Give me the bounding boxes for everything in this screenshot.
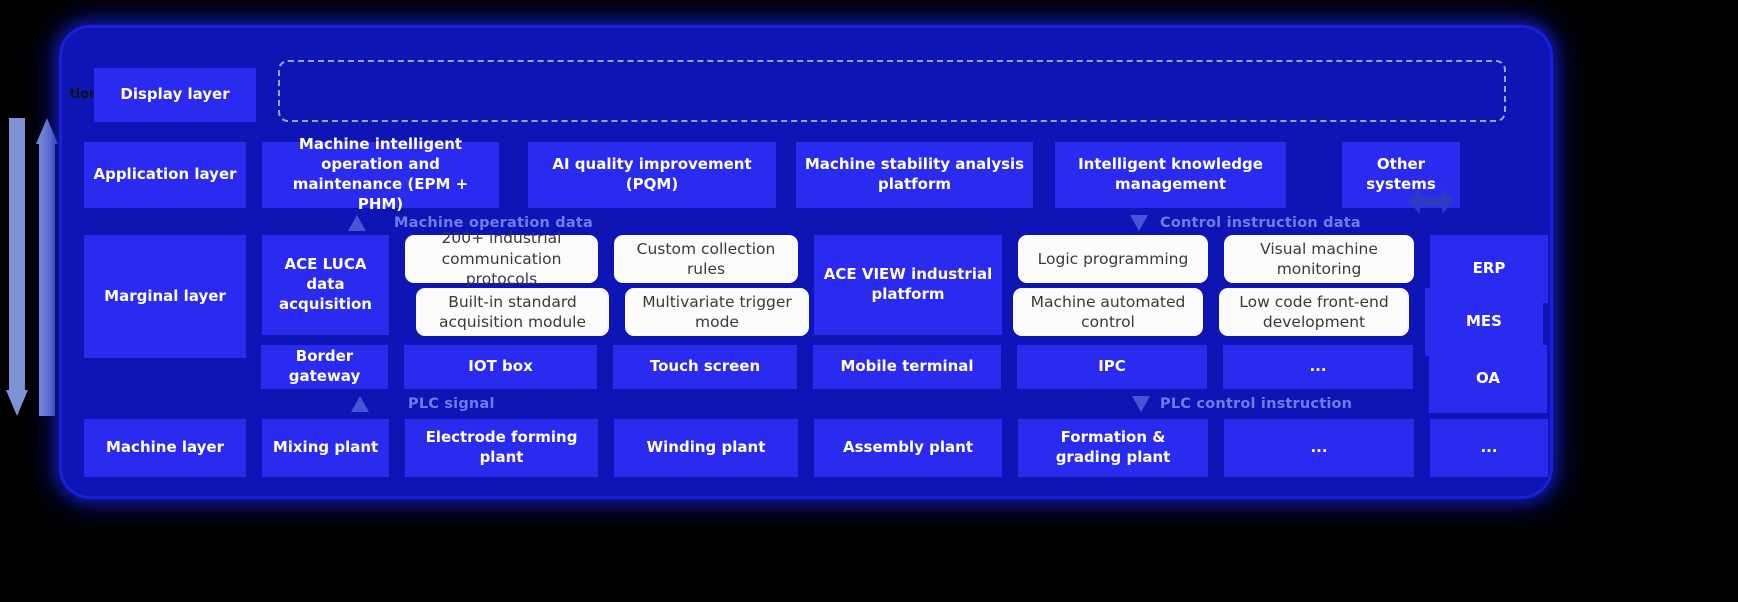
downward-flow-arrow (6, 118, 28, 416)
layer-label-application[interactable]: Application layer (84, 142, 246, 208)
spacer (388, 345, 404, 389)
spacer (797, 345, 813, 389)
upward-flow-arrow (36, 118, 58, 416)
application-layer-row: Application layer Machine intelligent op… (56, 135, 1556, 213)
spacer (798, 419, 814, 477)
arrow-tip-left (1408, 188, 1420, 214)
enterprise-system-mes[interactable]: MES (1425, 288, 1543, 356)
spacer (1203, 288, 1219, 336)
machine-right-more[interactable]: ... (1430, 419, 1548, 477)
machine-electrode-forming-plant[interactable]: Electrode forming plant (405, 419, 598, 477)
app-item-epm-phm[interactable]: Machine intelligent operation and mainte… (262, 135, 499, 213)
spacer (1207, 345, 1223, 389)
spacer (1286, 142, 1342, 208)
spacer (1002, 235, 1018, 283)
ctrl-item-low-code[interactable]: Low code front-end development (1219, 288, 1409, 336)
architecture-diagram: tion Display layer Application layer Mac… (56, 22, 1556, 502)
spacer (56, 235, 84, 283)
bidirectional-arrow-icon (1408, 188, 1454, 214)
enterprise-system-oa[interactable]: OA (1429, 345, 1547, 413)
spacer (597, 345, 613, 389)
arrow-head-up (36, 118, 58, 144)
app-item-pqm[interactable]: AI quality improvement (PQM) (528, 142, 776, 208)
spacer (1414, 235, 1430, 283)
spacer (246, 142, 262, 208)
device-touch-screen[interactable]: Touch screen (613, 345, 797, 389)
spacer (389, 419, 405, 477)
spacer (1414, 419, 1430, 477)
flow-arrow-group (6, 118, 62, 418)
device-row: Border gateway IOT box Touch screen Mobi… (56, 345, 1556, 413)
lower-flow-band: PLC signal PLC control instruction (56, 393, 1556, 415)
spacer (1409, 288, 1425, 336)
machine-formation-grading-plant[interactable]: Formation & grading plant (1018, 419, 1208, 477)
ctrl-item-logic-programming[interactable]: Logic programming (1018, 235, 1208, 283)
flow-arrow-up-left-icon (348, 215, 366, 231)
marginal-layer-row-top: Marginal layer ACE LUCA data acquisition… (56, 229, 1556, 358)
flow-label-plc-control-instruction: PLC control instruction (1160, 396, 1353, 412)
spacer (1413, 345, 1429, 389)
app-item-other-systems[interactable]: Other systems (1342, 142, 1460, 208)
spacer (1208, 419, 1224, 477)
acq-item-protocols[interactable]: 200+ industrial communication protocols (405, 229, 598, 288)
spacer (56, 419, 84, 477)
spacer (499, 142, 528, 208)
device-more[interactable]: ... (1223, 345, 1413, 389)
flow-arrow-down-plc-icon (1132, 396, 1150, 412)
app-item-stability[interactable]: Machine stability analysis platform (796, 142, 1033, 208)
display-row-partial-label: tion (69, 87, 99, 103)
spacer (56, 142, 84, 208)
spacer (598, 419, 614, 477)
spacer (1002, 419, 1018, 477)
display-layer-dashed-boundary (278, 60, 1506, 122)
spacer (246, 419, 262, 477)
spacer (809, 288, 1013, 336)
machine-more[interactable]: ... (1224, 419, 1414, 477)
marginal-layer-row-bottom: Built-in standard acquisition module Mul… (56, 288, 1556, 356)
spacer (246, 235, 262, 283)
layer-label-display[interactable]: Display layer (94, 68, 256, 122)
machine-mixing-plant[interactable]: Mixing plant (262, 419, 389, 477)
arrow-shaft (39, 144, 55, 416)
device-border-gateway[interactable]: Border gateway (261, 345, 388, 389)
arrow-bar (1418, 197, 1444, 206)
machine-assembly-plant[interactable]: Assembly plant (814, 419, 1002, 477)
spacer (56, 288, 416, 336)
platform-ace-luca[interactable]: ACE LUCA data acquisition (262, 235, 389, 335)
spacer (56, 345, 261, 389)
acq-item-multivariate-trigger[interactable]: Multivariate trigger mode (625, 288, 809, 336)
device-mobile-terminal[interactable]: Mobile terminal (813, 345, 1001, 389)
flow-label-control-instruction-data: Control instruction data (1160, 215, 1361, 231)
flow-arrow-down-right-icon (1130, 215, 1148, 231)
spacer (798, 235, 814, 283)
device-ipc[interactable]: IPC (1017, 345, 1207, 389)
machine-winding-plant[interactable]: Winding plant (614, 419, 798, 477)
ctrl-item-visual-monitoring[interactable]: Visual machine monitoring (1224, 235, 1414, 283)
device-iot-box[interactable]: IOT box (404, 345, 597, 389)
platform-ace-view[interactable]: ACE VIEW industrial platform (814, 235, 1002, 335)
app-item-knowledge[interactable]: Intelligent knowledge management (1055, 142, 1286, 208)
arrow-head-down (6, 390, 28, 416)
flow-label-machine-operation-data: Machine operation data (394, 215, 593, 231)
acq-item-custom-rules[interactable]: Custom collection rules (614, 235, 798, 283)
upper-flow-band: Machine operation data Control instructi… (56, 212, 1556, 234)
spacer (389, 235, 405, 283)
spacer (1033, 142, 1055, 208)
spacer (1001, 345, 1017, 389)
spacer (609, 288, 625, 336)
layer-label-marginal[interactable]: Marginal layer (84, 235, 246, 358)
ctrl-item-automated-control[interactable]: Machine automated control (1013, 288, 1203, 336)
spacer (598, 235, 614, 283)
display-layer-row: tion Display layer (56, 68, 1556, 122)
layer-label-machine[interactable]: Machine layer (84, 419, 246, 477)
spacer (1208, 235, 1224, 283)
machine-layer-row: Machine layer Mixing plant Electrode for… (56, 419, 1556, 477)
arrow-tip-right (1442, 188, 1454, 214)
spacer (776, 142, 796, 208)
acq-item-standard-module[interactable]: Built-in standard acquisition module (416, 288, 609, 336)
arrow-shaft (9, 118, 25, 390)
flow-label-plc-signal: PLC signal (408, 396, 495, 412)
flow-arrow-up-plc-icon (351, 396, 369, 412)
